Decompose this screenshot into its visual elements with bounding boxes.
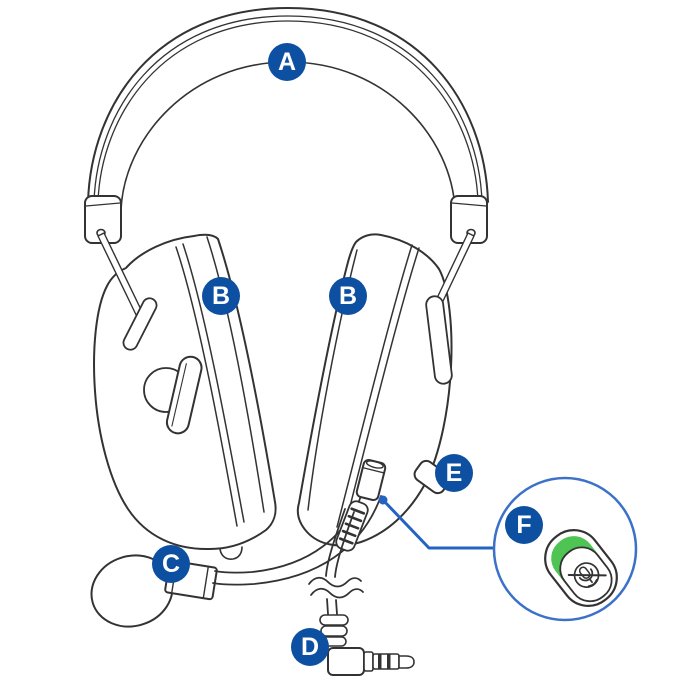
part-label-b-left: B [202,277,240,315]
volume-slider-drawing [143,355,203,435]
mic-connector-drawing [355,458,387,502]
headband-drawing [87,7,489,211]
mic-muted-icon [567,562,607,588]
right-earcup-drawing [296,233,453,547]
part-label-c: C [152,545,190,583]
right-hanger-rod-drawing [425,232,475,385]
leader-line [378,495,496,550]
mute-button-inset [492,476,638,622]
audio-plug-drawing [319,614,415,676]
part-label-a: A [268,43,306,81]
part-label-b-right: B [329,277,367,315]
part-label-f: F [505,506,543,544]
leader-dot [378,495,388,505]
part-label-e: E [435,454,473,492]
cable-drawing [308,508,364,615]
mute-button-drawing [544,529,618,607]
left-hanger-rod-drawing [97,232,158,351]
part-label-d: D [291,628,329,666]
